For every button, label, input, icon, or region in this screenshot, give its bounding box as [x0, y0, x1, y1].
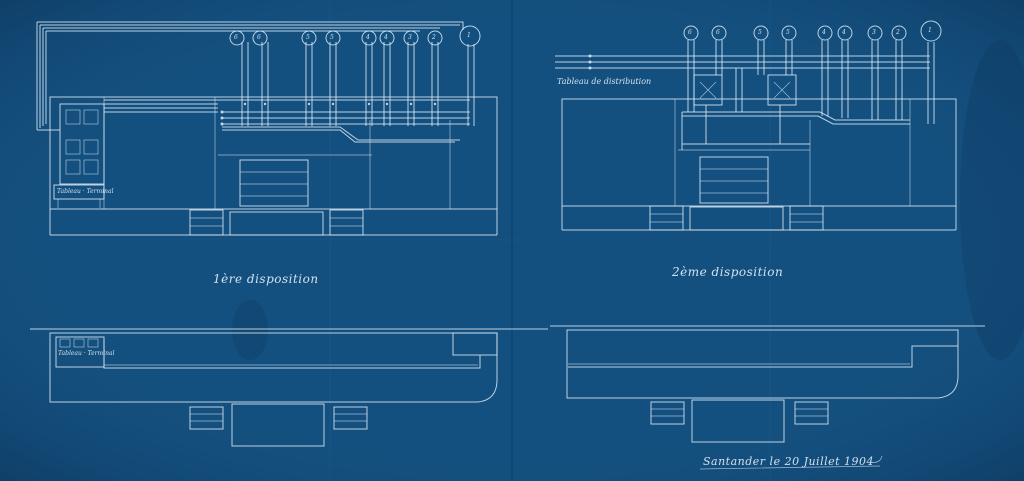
right-caption: 2ème disposition: [672, 265, 784, 279]
panel-box-label: Tableau · Terminal: [57, 188, 114, 195]
right-meter-label: 1: [928, 27, 932, 34]
right-meter-label: 6: [688, 29, 692, 36]
left-meter-label: 4: [366, 34, 370, 41]
left-meter-label: 6: [234, 34, 238, 41]
left-plan: [30, 328, 548, 447]
left-meter-label: 3: [408, 34, 412, 41]
right-meter-label: 2: [896, 29, 900, 36]
left-meter-label: 1: [467, 32, 471, 39]
left-meter-label: 2: [432, 34, 436, 41]
right-plan: [550, 325, 985, 443]
signature-flourish: [699, 455, 883, 470]
right-meter-label: 6: [716, 29, 720, 36]
left-meter-label: 6: [257, 34, 261, 41]
right-meter-label: 5: [786, 29, 790, 36]
signature: Santander le 20 Juillet 1904: [703, 455, 875, 468]
right-meter-label: 3: [872, 29, 876, 36]
left-meter-label: 5: [330, 34, 334, 41]
left-caption: 1ère disposition: [213, 272, 319, 286]
right-meter-label: 4: [842, 29, 846, 36]
left-meter-label: 5: [306, 34, 310, 41]
right-meter-label: 5: [758, 29, 762, 36]
left-meter-label: 4: [384, 34, 388, 41]
plan-box-label: Tableau · Terminal: [58, 350, 115, 357]
distribution-bus-label: Tableau de distribution: [557, 77, 652, 86]
right-elevation: [555, 20, 957, 231]
left-elevation: [36, 21, 498, 236]
right-meter-label: 4: [822, 29, 826, 36]
